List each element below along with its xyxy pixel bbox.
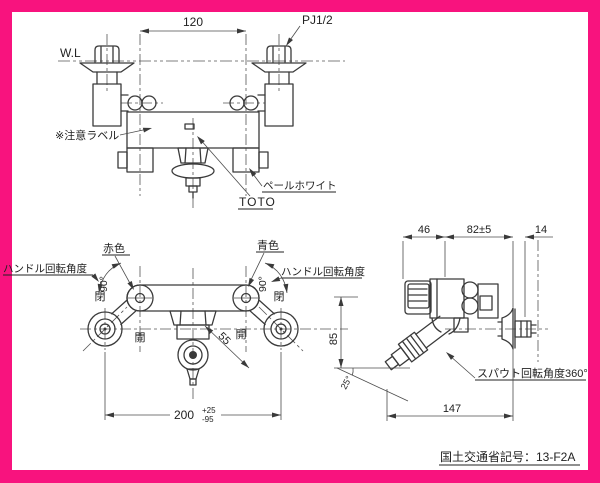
drawing-sheet [12,12,588,470]
brand-label: TOTO [239,195,276,209]
cold-callout: 青色 [248,238,284,287]
closed-left-label: 閉 [95,290,106,303]
faucet-side-outline [404,278,537,350]
spout-rotation-label: スパウト回転角度360° [477,366,588,380]
dim-147: 147 [386,345,514,421]
dim-200: 200 +25 -95 [104,352,282,424]
footer: 国土交通省記号：13-F2A [439,449,580,466]
faucet-body-outline [117,111,269,199]
ministry-code-label: 国土交通省記号：13-F2A [440,449,575,464]
deg90-right-label: 90° [257,276,269,292]
dim-200-tol-upper: +25 [202,406,216,415]
open-left-label: 開 [135,331,146,344]
thread-callout: PJ1/2 [286,13,333,46]
dim-55-label: 55 [216,330,233,347]
top-view: 120 PJ1/2 W.L [55,13,345,210]
handle-bar-outline [87,284,299,386]
thread-label: PJ1/2 [302,13,333,27]
body-color-callout: ペールホワイト [249,168,337,193]
dim-82-label: 82±5 [467,224,491,236]
side-view: 46 82±5 14 [328,224,588,421]
dim-120-label: 120 [183,15,203,29]
handle-angle-right-callout: ハンドル回転角度 90° [257,262,365,294]
handle-angle-left-callout: ハンドル回転角度 90° [3,262,122,294]
spout-angle: 25° [336,367,409,402]
caution-callout: ※注意ラベル [55,127,152,142]
brand-callout: TOTO [197,136,276,210]
dim-200-label: 200 [174,408,194,422]
front-view-centerlines [80,266,348,402]
right-leg-outline [229,45,307,127]
spout-tilt-label: 25° [339,374,354,391]
closed-right-label: 閉 [274,290,285,303]
handle-angle-left-label: ハンドル回転角度 [3,262,87,275]
spout-rotation-callout: スパウト回転角度360° [446,352,588,381]
left-leg-outline [79,45,157,127]
water-line-label: W.L [60,46,81,60]
spout-outline [384,315,451,371]
caution-label: ※注意ラベル [55,128,119,142]
hot-label: 赤色 [103,241,125,255]
dim-120: 120 [140,15,246,34]
dim-85: 85 [328,296,410,369]
cold-label: 青色 [257,238,279,252]
side-view-centerlines [445,240,548,362]
body-color-label: ペールホワイト [263,180,337,192]
dim-200-tol-lower: -95 [202,415,214,424]
dim-85-label: 85 [328,333,340,345]
dim-147-label: 147 [443,403,461,415]
open-right-label: 開 [236,328,247,341]
handle-angle-right-label: ハンドル回転角度 [281,265,365,278]
hot-callout: 赤色 [102,241,134,290]
dim-top-chain: 46 82±5 14 [402,224,553,317]
dim-14-label: 14 [535,224,547,236]
front-view: ハンドル回転角度 90° ハンドル回転角度 90° 閉 [3,238,365,424]
dim-46-label: 46 [418,224,430,236]
